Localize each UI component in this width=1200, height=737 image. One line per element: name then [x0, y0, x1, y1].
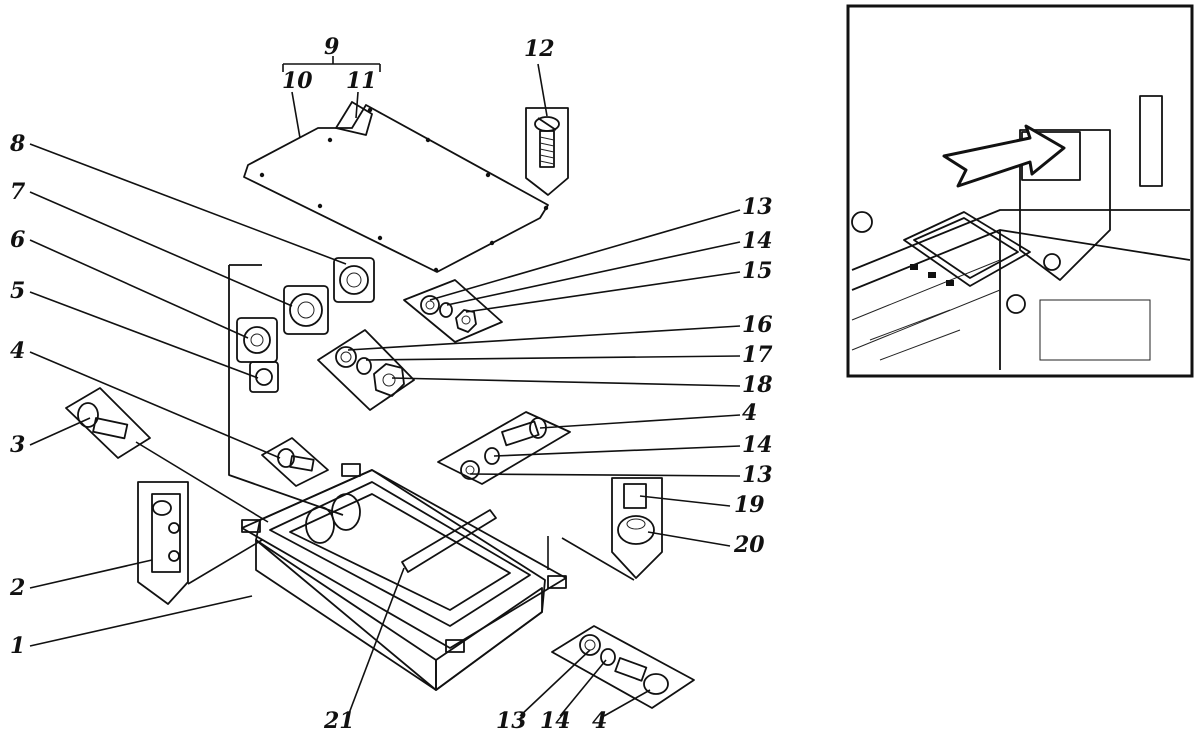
callout-10: 10	[282, 68, 313, 94]
bracket-2-callout-box	[137, 481, 189, 605]
callout-4-bottom: 4	[592, 708, 607, 734]
screw-12-callout-box	[525, 107, 569, 196]
housing-box	[241, 463, 567, 691]
callout-4-right: 4	[742, 400, 757, 426]
callout-19: 19	[734, 492, 765, 518]
leader-lines	[29, 56, 741, 717]
callout-3: 3	[10, 432, 25, 458]
callout-1: 1	[10, 633, 25, 659]
callout-13-top: 13	[742, 194, 773, 220]
callout-14-top: 14	[742, 228, 773, 254]
callout-17: 17	[742, 342, 773, 368]
callout-4-left: 4	[10, 338, 25, 364]
callout-8: 8	[9, 131, 25, 157]
callout-18: 18	[742, 372, 773, 398]
washer-nut-set-16-18	[317, 329, 415, 411]
location-inset	[846, 4, 1194, 378]
screw-3-callout-box	[65, 387, 151, 459]
callout-7: 7	[10, 179, 26, 205]
callout-20: 20	[733, 532, 765, 558]
callout-11: 11	[346, 68, 377, 94]
callout-14-bottom: 14	[540, 708, 571, 734]
cover-plate	[243, 101, 549, 273]
screw-washer-set-right	[437, 411, 571, 485]
callout-12: 12	[524, 36, 555, 62]
washer-nut-set-13-15	[403, 279, 503, 343]
location-arrow-icon	[942, 124, 1066, 188]
callout-labels: 1 2 3 4 5 6 7 8 9 10 11 12 13 14 15 16 1…	[9, 34, 773, 734]
bushing-ball-set-19-20	[611, 477, 663, 579]
callout-6: 6	[10, 227, 25, 253]
callout-15: 15	[742, 258, 773, 284]
connector-group-5-8	[228, 257, 375, 516]
callout-16: 16	[742, 312, 773, 338]
callout-13-bottom: 13	[496, 708, 527, 734]
callout-9: 9	[324, 34, 339, 60]
callout-21: 21	[323, 708, 355, 734]
callout-2: 2	[9, 575, 25, 601]
callout-14-right: 14	[742, 432, 773, 458]
screw-4-middle-callout-box	[261, 437, 329, 487]
screw-washer-set-bottom	[551, 625, 695, 709]
callout-13-right: 13	[742, 462, 773, 488]
callout-5: 5	[10, 278, 25, 304]
